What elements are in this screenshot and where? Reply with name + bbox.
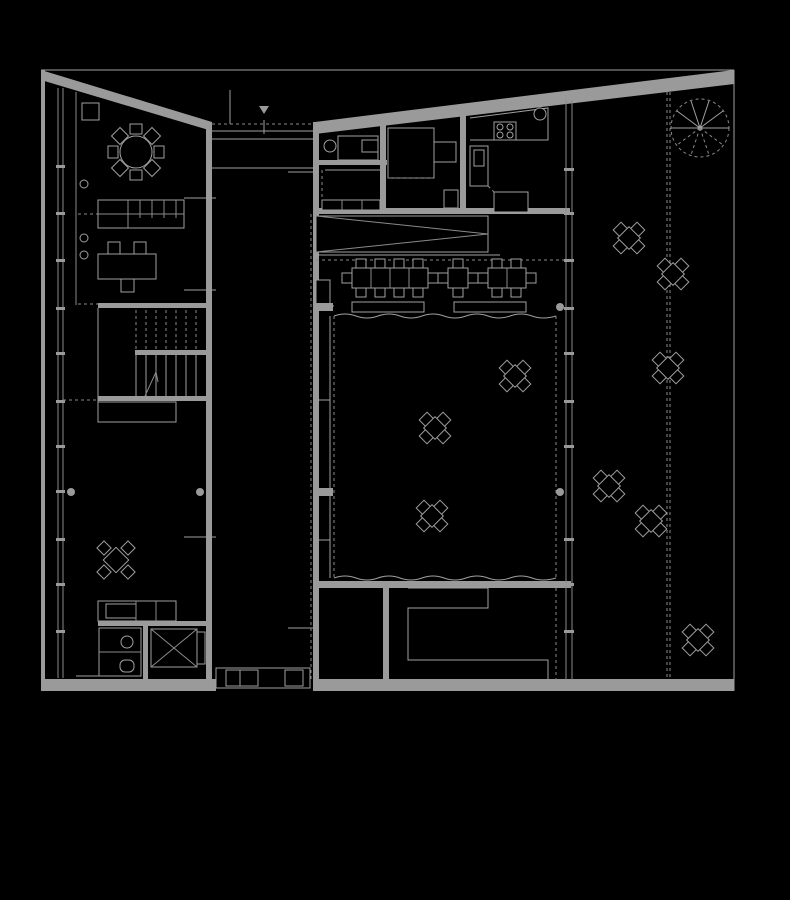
nw-small-square bbox=[81, 102, 100, 121]
dining-table bbox=[97, 253, 157, 280]
outer-walls bbox=[41, 69, 735, 691]
tree-icon bbox=[656, 257, 690, 291]
tree-icon bbox=[418, 411, 452, 445]
west-lower-room bbox=[67, 488, 216, 681]
dining-hall bbox=[313, 215, 570, 313]
corridor bbox=[212, 90, 318, 689]
service-rooms bbox=[315, 107, 570, 214]
tree-icon bbox=[498, 359, 532, 393]
entry-arrow-icon bbox=[259, 106, 269, 114]
nw-room bbox=[78, 102, 216, 308]
wall-west bbox=[41, 70, 45, 690]
se-counter bbox=[407, 587, 549, 680]
bench-table-row bbox=[341, 258, 537, 298]
west-facade bbox=[56, 88, 77, 678]
tree-icon bbox=[681, 623, 715, 657]
hob-icon bbox=[493, 121, 517, 141]
courtyard bbox=[310, 214, 571, 680]
west-stair bbox=[63, 308, 212, 423]
table-4-seat bbox=[96, 540, 136, 580]
wall-north-east-sloped bbox=[315, 70, 734, 134]
wall-south-west bbox=[41, 679, 216, 691]
wall-north-west-sloped bbox=[41, 70, 212, 131]
counter bbox=[315, 215, 489, 253]
round-table bbox=[107, 123, 165, 181]
tree-icon bbox=[651, 351, 685, 385]
se-rooms bbox=[313, 587, 557, 680]
tree-icon bbox=[592, 469, 626, 503]
tree-icon bbox=[415, 499, 449, 533]
tree-icon bbox=[612, 221, 646, 255]
spiral-stair bbox=[670, 98, 730, 158]
wall-south-east bbox=[313, 679, 734, 691]
corridor-wall-east bbox=[313, 122, 319, 682]
tree-icon bbox=[634, 504, 668, 538]
garden bbox=[564, 92, 730, 680]
corridor-wall-west bbox=[206, 122, 212, 682]
